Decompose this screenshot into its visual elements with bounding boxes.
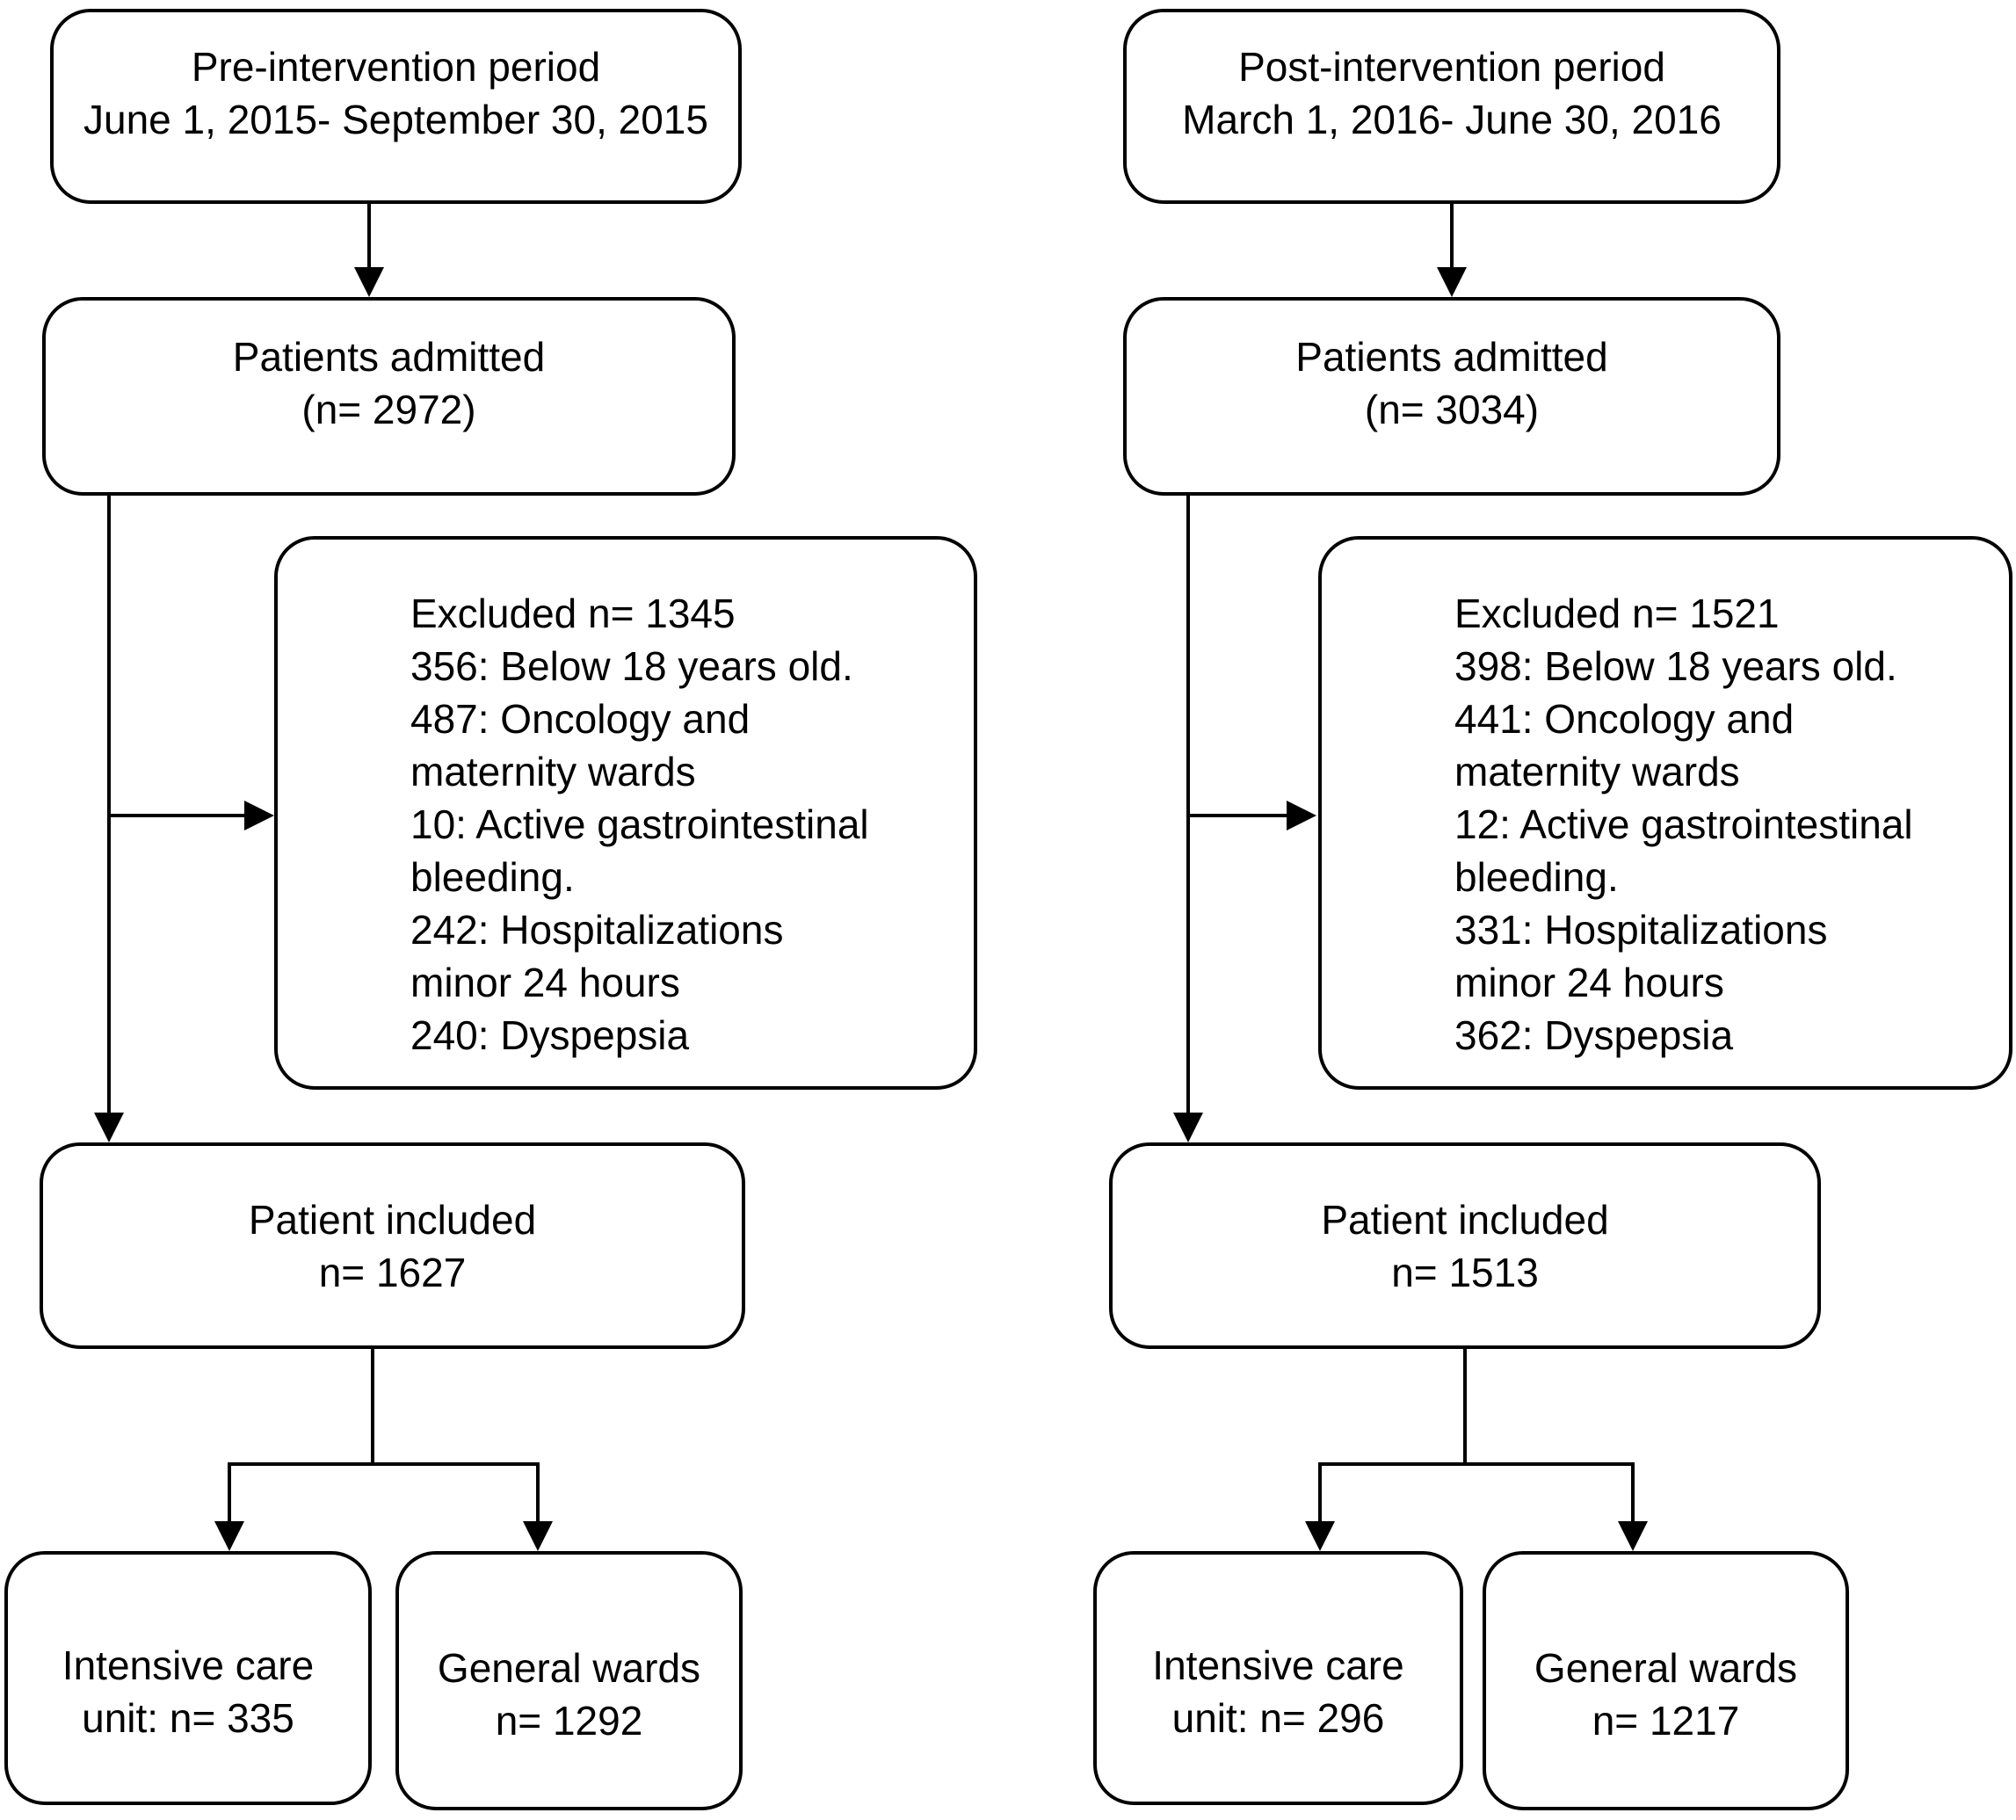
post-excluded-arrowhead-icon xyxy=(1287,801,1316,830)
post-period-title: Post-intervention period xyxy=(1238,44,1665,90)
post-admitted-count: (n= 3034) xyxy=(1364,387,1540,432)
post-icu-line2: unit: n= 296 xyxy=(1171,1694,1385,1741)
pre-icu-line2: unit: n= 335 xyxy=(82,1694,294,1741)
post-wards-line2: n= 1217 xyxy=(1592,1697,1740,1744)
pre-included-box: Patient included n= 1627 xyxy=(40,1142,745,1349)
pre-excluded-box: Excluded n= 1345 356: Below 18 years old… xyxy=(274,536,977,1090)
post-period-box: Post-intervention period March 1, 2016- … xyxy=(1123,9,1780,204)
pre-included-arrowhead-icon xyxy=(94,1113,124,1142)
pre-general-wards-box: General wards n= 1292 xyxy=(395,1551,743,1810)
post-excluded-text: Excluded n= 1521 398: Below 18 years old… xyxy=(1454,591,1913,1058)
pre-icu-line1: Intensive care xyxy=(62,1642,315,1688)
post-included-box: Patient included n= 1513 xyxy=(1109,1142,1821,1349)
post-excluded-box: Excluded n= 1521 398: Below 18 years old… xyxy=(1318,536,2012,1090)
post-wards-arrowhead-icon xyxy=(1618,1521,1648,1551)
post-included-label: Patient included xyxy=(1321,1196,1609,1243)
post-icu-line1: Intensive care xyxy=(1152,1642,1404,1688)
pre-wards-line2: n= 1292 xyxy=(495,1697,643,1744)
pre-excluded-arrowhead-icon xyxy=(244,801,274,830)
post-included-count: n= 1513 xyxy=(1391,1249,1539,1295)
pre-admitted-box: Patients admitted (n= 2972) xyxy=(42,297,736,496)
post-period-dates: March 1, 2016- June 30, 2016 xyxy=(1182,97,1722,142)
pre-period-dates: June 1, 2015- September 30, 2015 xyxy=(83,97,708,142)
pre-wards-arrowhead-icon xyxy=(523,1521,553,1551)
post-icu-box: Intensive care unit: n= 296 xyxy=(1093,1551,1463,1805)
post-wards-line1: General wards xyxy=(1534,1644,1798,1691)
pre-wards-line1: General wards xyxy=(437,1644,701,1691)
post-admitted-box: Patients admitted (n= 3034) xyxy=(1123,297,1780,496)
pre-icu-box: Intensive care unit: n= 335 xyxy=(4,1551,372,1805)
post-icu-arrowhead-icon xyxy=(1305,1521,1335,1551)
post-period-to-admitted-arrowhead-icon xyxy=(1437,267,1467,297)
pre-excluded-text: Excluded n= 1345 356: Below 18 years old… xyxy=(410,591,869,1058)
pre-included-count: n= 1627 xyxy=(318,1249,467,1295)
post-included-arrowhead-icon xyxy=(1173,1113,1203,1142)
pre-icu-arrowhead-icon xyxy=(214,1521,244,1551)
pre-admitted-count: (n= 2972) xyxy=(301,387,476,432)
pre-admitted-label: Patients admitted xyxy=(232,334,546,380)
post-admitted-label: Patients admitted xyxy=(1295,334,1608,380)
pre-period-box: Pre-intervention period June 1, 2015- Se… xyxy=(50,9,742,204)
pre-period-title: Pre-intervention period xyxy=(191,44,601,90)
post-general-wards-box: General wards n= 1217 xyxy=(1483,1551,1849,1810)
pre-period-to-admitted-arrowhead-icon xyxy=(354,267,384,297)
pre-included-label: Patient included xyxy=(248,1196,537,1243)
